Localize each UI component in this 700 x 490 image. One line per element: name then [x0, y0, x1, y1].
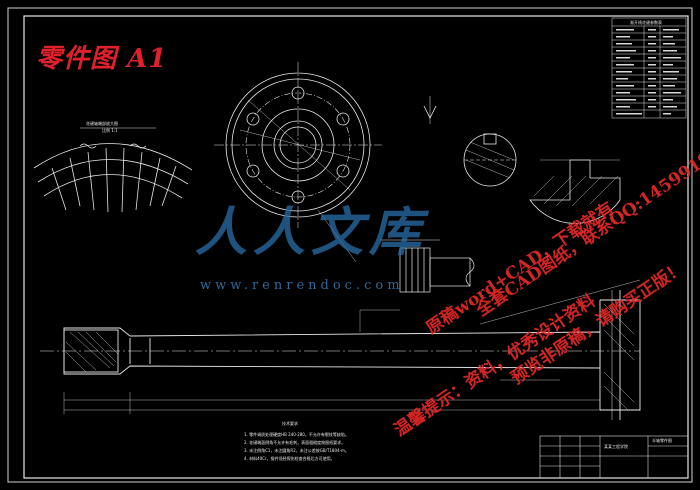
inner-border	[23, 15, 689, 479]
parameter-table-title: 渐开线花键参数表	[630, 19, 662, 25]
spline-hub-view	[380, 239, 475, 293]
parameter-table	[611, 17, 687, 119]
spline-detail-scale: 比例 1:1	[102, 127, 118, 133]
tech-note-3: 3. 未注倒角C1，未注圆角R2，未注公差按GB/T1804-m。	[244, 447, 349, 453]
tech-note-1: 1. 零件调质处理硬度HB 240-280，不允许有裂纹等缺陷。	[244, 431, 349, 437]
flange-section-detail	[529, 159, 621, 224]
tech-requirements-heading: 技术要求	[282, 420, 298, 426]
keyway-section-view	[423, 96, 517, 187]
tech-note-2: 2. 花键端面倒角不允许有毛刺，表面粗糙度按图纸要求。	[244, 439, 345, 445]
spline-detail-label: 花键轴端部放大图	[86, 120, 118, 126]
tech-note-4: 4. 材料40Cr，锻件须经探伤检查合格后方可使用。	[244, 455, 335, 461]
watermark-url: www.renrendoc.com	[200, 278, 404, 293]
spline-detail-view	[33, 127, 193, 213]
outer-border	[7, 7, 693, 483]
flange-end-view	[214, 62, 382, 263]
drawing-title: 零件图 A1	[36, 44, 168, 74]
main-shaft-view	[40, 279, 641, 420]
title-block	[539, 435, 689, 479]
watermark-logo: 人人文库	[195, 202, 428, 263]
parameter-table-entries	[616, 29, 681, 115]
title-block-school: 某某工程学院	[604, 443, 628, 449]
title-block-drawing-name: 半轴零件图	[652, 437, 672, 443]
